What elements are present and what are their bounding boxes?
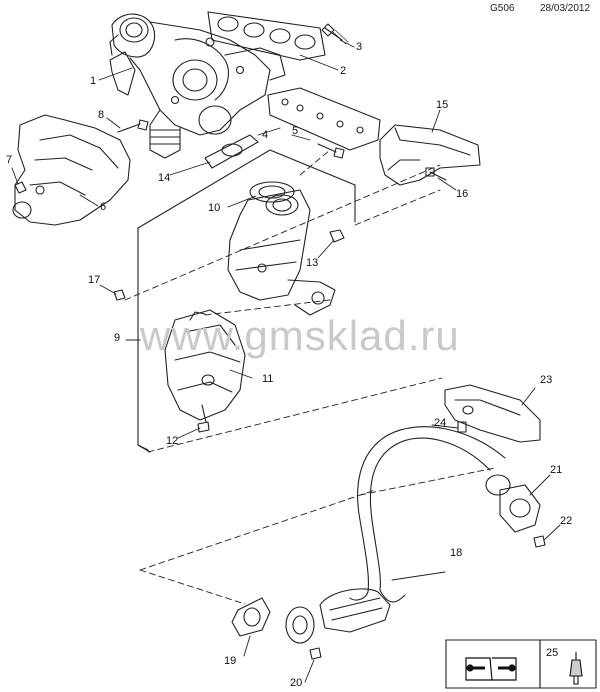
callout-8: 8 [98, 109, 105, 121]
callout-12: 12 [166, 435, 179, 447]
heat-shield-bolt [425, 167, 447, 181]
converter-heat-shield [164, 309, 246, 421]
callout-16: 16 [456, 188, 469, 200]
shield-bolt [197, 404, 210, 433]
flange-gasket-rear [499, 484, 541, 533]
exhaust-pipe [285, 426, 511, 644]
callout-22: 22 [560, 515, 573, 527]
callout-13: 13 [306, 257, 319, 269]
callout-9: 9 [114, 332, 121, 344]
callout-19: 19 [224, 655, 237, 667]
wrench-icon [465, 657, 517, 681]
callout-21: 21 [550, 464, 563, 476]
diagram-date: 28/03/2012 [540, 3, 591, 14]
flange-gasket-front [231, 597, 271, 637]
callout-25: 25 [546, 647, 559, 659]
callout-23: 23 [540, 374, 553, 386]
exhaust-gasket-long [267, 87, 381, 151]
callout-14: 14 [158, 172, 171, 184]
callout-20: 20 [290, 677, 303, 689]
nut [113, 289, 126, 301]
callout-24: 24 [434, 417, 447, 429]
converter-gasket [249, 181, 295, 203]
callout-7: 7 [6, 154, 13, 166]
callout-3: 3 [356, 41, 363, 53]
stud [321, 23, 349, 45]
catalytic-converter [227, 189, 336, 316]
sensor-bolt [117, 119, 149, 133]
flange-nut [533, 535, 546, 548]
pipe-bracket [444, 384, 541, 443]
callout-2: 2 [340, 65, 347, 77]
manifold-heat-shield [12, 114, 131, 226]
legend-boxes [445, 639, 597, 689]
callout-11: 11 [262, 373, 274, 385]
callout-10: 10 [208, 202, 221, 214]
sealant-tube-icon [569, 652, 583, 685]
manifold-gasket [207, 11, 326, 61]
watermark: www.gmsklad.ru [140, 312, 460, 359]
bracket-bolt [457, 421, 467, 433]
callout-17: 17 [88, 274, 101, 286]
manifold-bolt [14, 181, 27, 194]
leader-lines [11, 39, 561, 683]
diagram-code: G506 [490, 3, 515, 14]
callout-6: 6 [100, 201, 107, 213]
bolt [317, 143, 345, 159]
assembly-frame [137, 149, 356, 453]
assembly-dashed-lines [124, 149, 496, 605]
clip [329, 229, 345, 243]
callout-18: 18 [450, 547, 463, 559]
callout-5: 5 [292, 125, 299, 137]
turbo-outlet-gasket [204, 134, 259, 169]
heat-shield-upper [379, 124, 481, 186]
callout-15: 15 [436, 99, 449, 111]
front-flange-nut [309, 647, 322, 660]
callout-1: 1 [90, 75, 97, 87]
callout-4: 4 [262, 129, 269, 141]
